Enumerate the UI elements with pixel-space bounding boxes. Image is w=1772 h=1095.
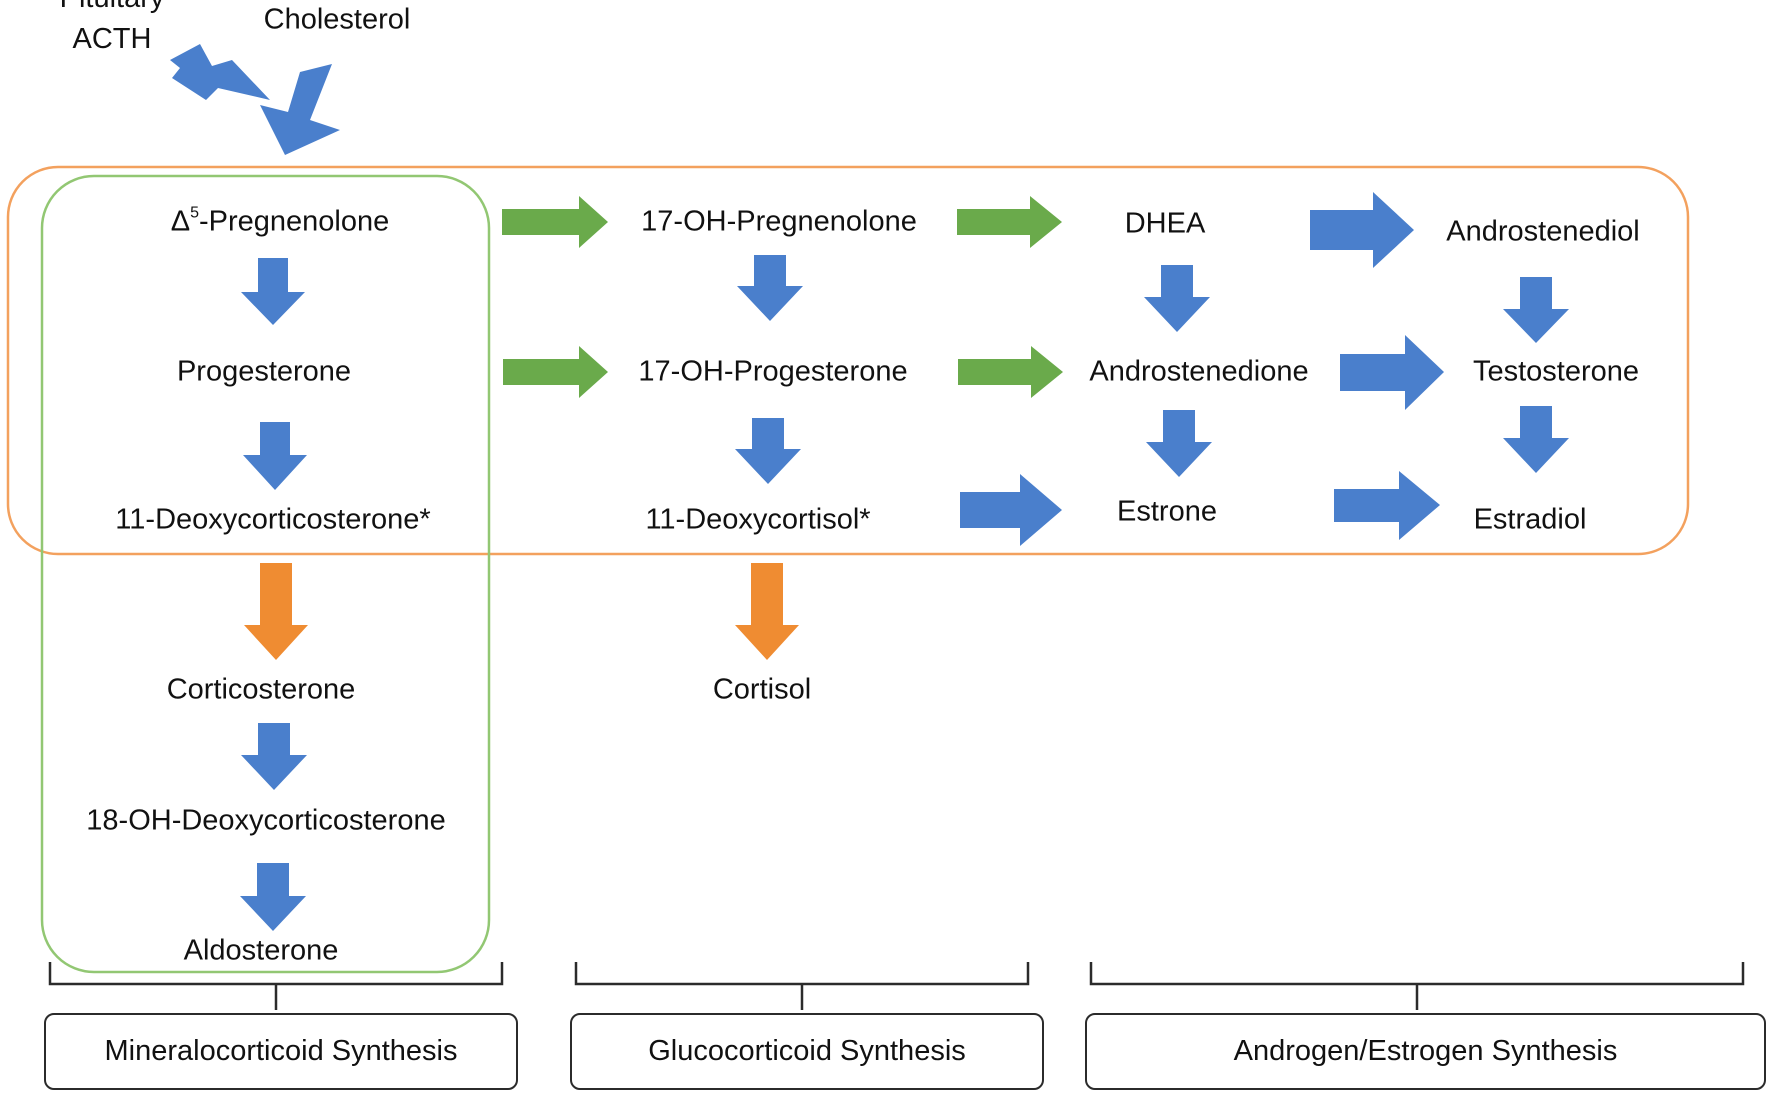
- down-arrow: [244, 563, 308, 660]
- oh17-pregnenolone-label: 17-OH-Pregnenolone: [641, 205, 917, 238]
- cortisol-label: Cortisol: [712, 673, 812, 706]
- cholesterol-arrow: [260, 64, 340, 155]
- brace-glucocorticoid: [574, 962, 1030, 1010]
- right-arrow: [1310, 192, 1414, 268]
- arrows-horizontal: [502, 192, 1444, 546]
- down-arrow: [241, 723, 307, 790]
- pituitary-text: Pituitary ACTH: [60, 0, 165, 55]
- androstenedione-label: Androstenedione: [1089, 355, 1309, 388]
- right-arrow: [1340, 335, 1444, 410]
- down-arrow: [1144, 265, 1210, 332]
- right-arrow: [960, 474, 1062, 546]
- right-arrow: [957, 196, 1062, 248]
- down-arrow: [241, 258, 305, 325]
- deoxycortisol-label: 11-Deoxycortisol*: [645, 503, 871, 536]
- down-arrow: [737, 255, 803, 321]
- down-arrow: [1146, 410, 1212, 477]
- androstenediol-label: Androstenediol: [1446, 215, 1640, 248]
- down-arrow: [240, 863, 306, 931]
- mineralocorticoid-green-box: [40, 174, 491, 974]
- androgen-estrogen-category-box: Androgen/Estrogen Synthesis: [1085, 1013, 1766, 1090]
- estrone-label: Estrone: [1117, 495, 1217, 528]
- dhea-label: DHEA: [1124, 207, 1206, 240]
- mineralocorticoid-category-label: Mineralocorticoid Synthesis: [104, 1035, 458, 1067]
- right-arrow: [1334, 471, 1440, 540]
- right-arrow: [958, 346, 1063, 398]
- brace-mineralocorticoid: [48, 962, 504, 1010]
- adrenal-zone-orange-box: [6, 165, 1690, 556]
- down-arrow: [1503, 277, 1569, 343]
- pregnenolone-text: -Pregnenolone: [199, 205, 390, 238]
- aldosterone-label: Aldosterone: [183, 934, 339, 967]
- down-arrow: [1503, 406, 1569, 473]
- pregnenolone-label: Δ5-Pregnenolone: [170, 204, 390, 238]
- arrows-mineralocorticoid: [240, 258, 308, 931]
- arrows-androgen-left: [1144, 265, 1212, 477]
- mineralocorticoid-category-box: Mineralocorticoid Synthesis: [44, 1013, 518, 1090]
- pituitary-label: Pituitary ACTH: [60, 0, 165, 60]
- down-arrow: [735, 563, 799, 660]
- delta-superscript: 5: [190, 204, 200, 222]
- arrows-androgen-right: [1503, 277, 1569, 473]
- glucocorticoid-category-label: Glucocorticoid Synthesis: [648, 1035, 966, 1067]
- estradiol-label: Estradiol: [1473, 503, 1587, 536]
- brace-androgen: [1089, 962, 1745, 1010]
- acth-lightning-arrow: [170, 44, 270, 100]
- braces: [48, 962, 1745, 1010]
- glucocorticoid-category-box: Glucocorticoid Synthesis: [570, 1013, 1044, 1090]
- down-arrow: [243, 422, 307, 490]
- androgen-estrogen-category-label: Androgen/Estrogen Synthesis: [1233, 1035, 1618, 1067]
- oh17-progesterone-label: 17-OH-Progesterone: [638, 355, 908, 388]
- progesterone-label: Progesterone: [176, 355, 352, 388]
- right-arrow: [502, 196, 608, 248]
- corticosterone-label: Corticosterone: [166, 673, 356, 706]
- testosterone-label: Testosterone: [1472, 355, 1640, 388]
- deoxycorticosterone-label: 11-Deoxycorticosterone*: [115, 503, 431, 536]
- delta-symbol: Δ: [170, 205, 191, 238]
- right-arrow: [503, 346, 608, 398]
- cholesterol-label: Cholesterol: [263, 3, 411, 36]
- arrows-glucocorticoid: [735, 255, 803, 660]
- down-arrow: [735, 418, 801, 484]
- oh18-deoxycorticosterone-label: 18-OH-Deoxycorticosterone: [86, 804, 446, 837]
